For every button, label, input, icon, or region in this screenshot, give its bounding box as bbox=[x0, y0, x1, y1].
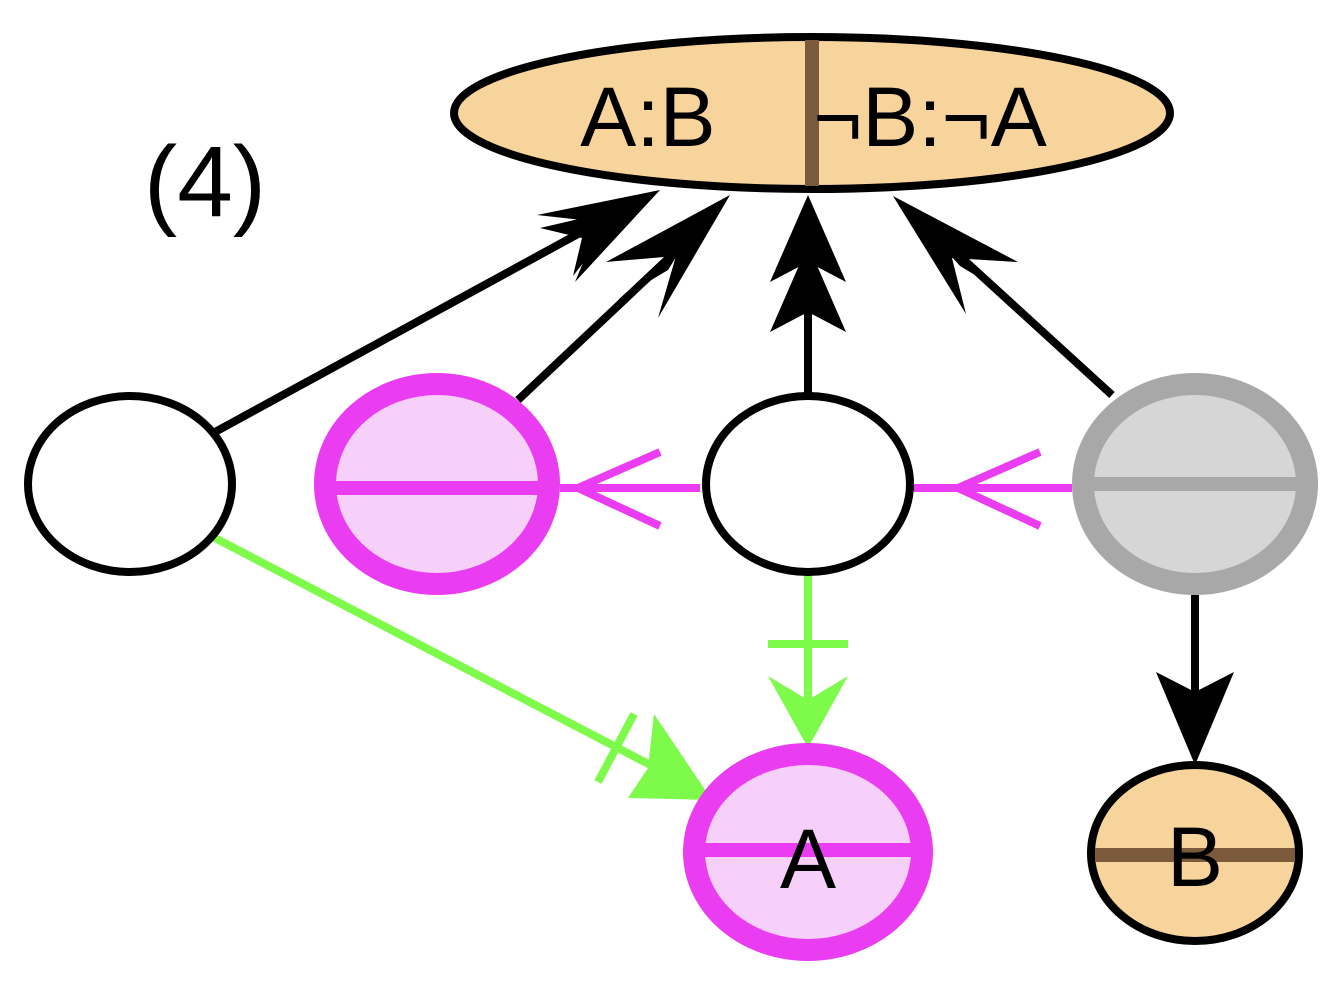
gray-node bbox=[1072, 373, 1318, 595]
edge-gray-to-top bbox=[893, 196, 1115, 398]
node-b: B bbox=[1087, 761, 1303, 945]
top-node-left-label: A:B bbox=[580, 70, 715, 164]
node-b-label: B bbox=[1167, 810, 1223, 904]
top-node: A:B ¬B:¬A bbox=[450, 33, 1174, 193]
center-node bbox=[702, 392, 914, 576]
edge-left-to-a bbox=[213, 534, 712, 800]
panel-label: (4) bbox=[144, 126, 266, 238]
edge-center-to-a bbox=[768, 575, 848, 748]
edge-left-to-top bbox=[213, 190, 660, 436]
edge-magenta-to-top bbox=[515, 195, 730, 403]
node-a-label: A bbox=[780, 812, 836, 906]
edge-center-to-magenta bbox=[560, 448, 700, 530]
edge-gray-to-b bbox=[1156, 595, 1234, 765]
edge-gray-to-center bbox=[912, 448, 1072, 530]
top-node-right-label: ¬B:¬A bbox=[813, 70, 1047, 164]
magenta-node bbox=[314, 373, 560, 595]
node-a: A bbox=[683, 743, 933, 961]
left-node bbox=[24, 392, 236, 576]
edge-center-to-top bbox=[770, 195, 846, 395]
